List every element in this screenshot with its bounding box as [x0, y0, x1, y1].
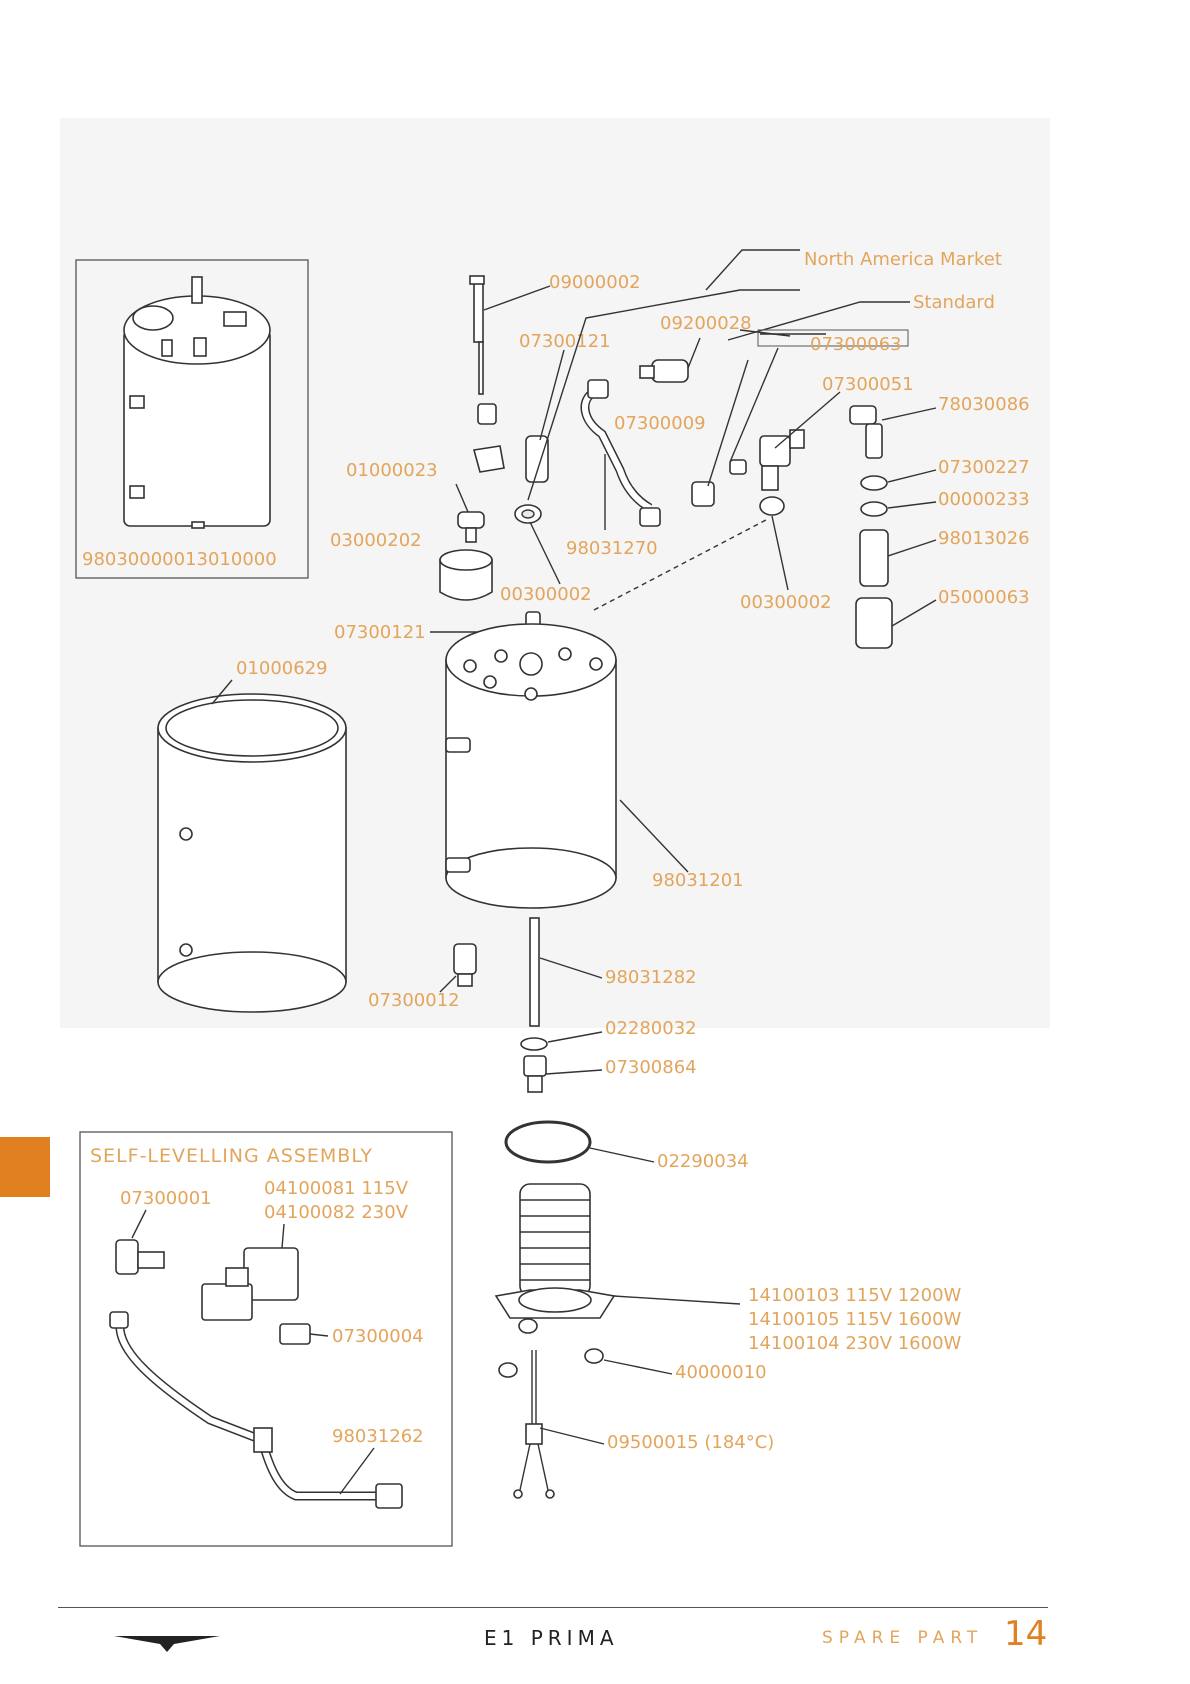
label-01000629: 01000629	[236, 658, 328, 679]
label-00300002-right: 00300002	[740, 592, 832, 613]
part-40000010-nut-b	[498, 1362, 518, 1378]
part-98031282-tube	[529, 917, 540, 1027]
part-07300227-washer	[860, 475, 888, 491]
label-40000010: 40000010	[675, 1362, 767, 1383]
brand-logo-icon	[114, 1636, 220, 1652]
part-04100081-solenoid-valve	[201, 1247, 299, 1321]
part-07300004-fitting	[279, 1323, 311, 1345]
label-98031262: 98031262	[332, 1426, 424, 1447]
label-14100105: 14100105 115V 1600W	[748, 1309, 962, 1330]
part-02280032-oring	[520, 1037, 548, 1051]
self-levelling-title: SELF-LEVELLING ASSEMBLY	[90, 1145, 373, 1167]
label-north-america-market: North America Market	[804, 249, 1002, 270]
part-40000010-nut-c	[584, 1348, 604, 1364]
part-09000002-probe	[469, 275, 485, 395]
label-07300063: 07300063	[810, 334, 902, 355]
label-14100104: 14100104 230V 1600W	[748, 1333, 962, 1354]
part-heating-element	[494, 1183, 616, 1319]
label-00300002-left: 00300002	[500, 584, 592, 605]
part-98013026	[859, 529, 889, 587]
assembly-inset-frame	[75, 259, 309, 579]
part-98031262-end-b	[375, 1483, 403, 1509]
part-78030086-elbow	[849, 405, 883, 459]
label-09200028: 09200028	[660, 313, 752, 334]
self-levelling-frame	[79, 1131, 453, 1547]
label-07300227: 07300227	[938, 457, 1030, 478]
label-assembly-code: 98030000013010000	[82, 549, 277, 570]
label-07300864: 07300864	[605, 1057, 697, 1078]
part-98031262-end-a	[109, 1311, 129, 1329]
label-07300012: 07300012	[368, 990, 460, 1011]
footer-brand: E1 PRIMA	[484, 1626, 619, 1650]
label-03000202: 03000202	[330, 530, 422, 551]
part-07300012	[453, 943, 477, 987]
part-07300001-elbow	[115, 1239, 165, 1275]
label-07300121-mid: 07300121	[334, 622, 426, 643]
label-standard: Standard	[913, 292, 995, 313]
label-04100082: 04100082 230V	[264, 1202, 409, 1223]
label-07300004: 07300004	[332, 1326, 424, 1347]
label-01000023: 01000023	[346, 460, 438, 481]
footer-section: SPARE PART	[822, 1628, 984, 1648]
label-09500015: 09500015 (184°C)	[607, 1432, 774, 1453]
part-02290034-gasket	[504, 1120, 592, 1164]
label-07300009: 07300009	[614, 413, 706, 434]
label-98013026: 98013026	[938, 528, 1030, 549]
label-02280032: 02280032	[605, 1018, 697, 1039]
part-01000023	[457, 511, 485, 543]
label-04100081: 04100081 115V	[264, 1178, 409, 1199]
label-78030086: 78030086	[938, 394, 1030, 415]
label-98031282: 98031282	[605, 967, 697, 988]
label-98031201: 98031201	[652, 870, 744, 891]
part-98031262-clamp	[253, 1427, 273, 1453]
assembly-boiler-drawing	[123, 276, 271, 529]
part-98031270-end-a	[587, 379, 609, 399]
label-05000063: 05000063	[938, 587, 1030, 608]
part-fitting-nut	[472, 403, 549, 524]
part-05000063-sleeve	[855, 597, 893, 649]
label-14100103: 14100103 115V 1200W	[748, 1285, 962, 1306]
part-00000233-washer	[860, 501, 888, 517]
label-07300001: 07300001	[120, 1188, 212, 1209]
label-09000002: 09000002	[549, 272, 641, 293]
part-09200028	[639, 359, 689, 383]
label-02290034: 02290034	[657, 1151, 749, 1172]
part-07300864	[523, 1055, 547, 1093]
label-98031270: 98031270	[566, 538, 658, 559]
part-00300002-nut	[759, 496, 785, 516]
section-tab	[0, 1137, 50, 1197]
part-98031270-end-b	[639, 507, 661, 527]
part-09500015-thermal-fuse	[513, 1350, 555, 1499]
part-01000629-jacket	[157, 693, 347, 1013]
part-40000010-nut-a	[518, 1318, 538, 1334]
label-00000233: 00000233	[938, 489, 1030, 510]
part-03000202-cup	[439, 549, 493, 601]
part-07300063-tee	[729, 429, 805, 491]
footer-divider	[58, 1607, 1048, 1608]
part-98031201-boiler	[445, 623, 617, 909]
page-number: 14	[1004, 1614, 1048, 1654]
label-07300121-top: 07300121	[519, 331, 611, 352]
label-07300051: 07300051	[822, 374, 914, 395]
part-07300009	[691, 481, 715, 507]
